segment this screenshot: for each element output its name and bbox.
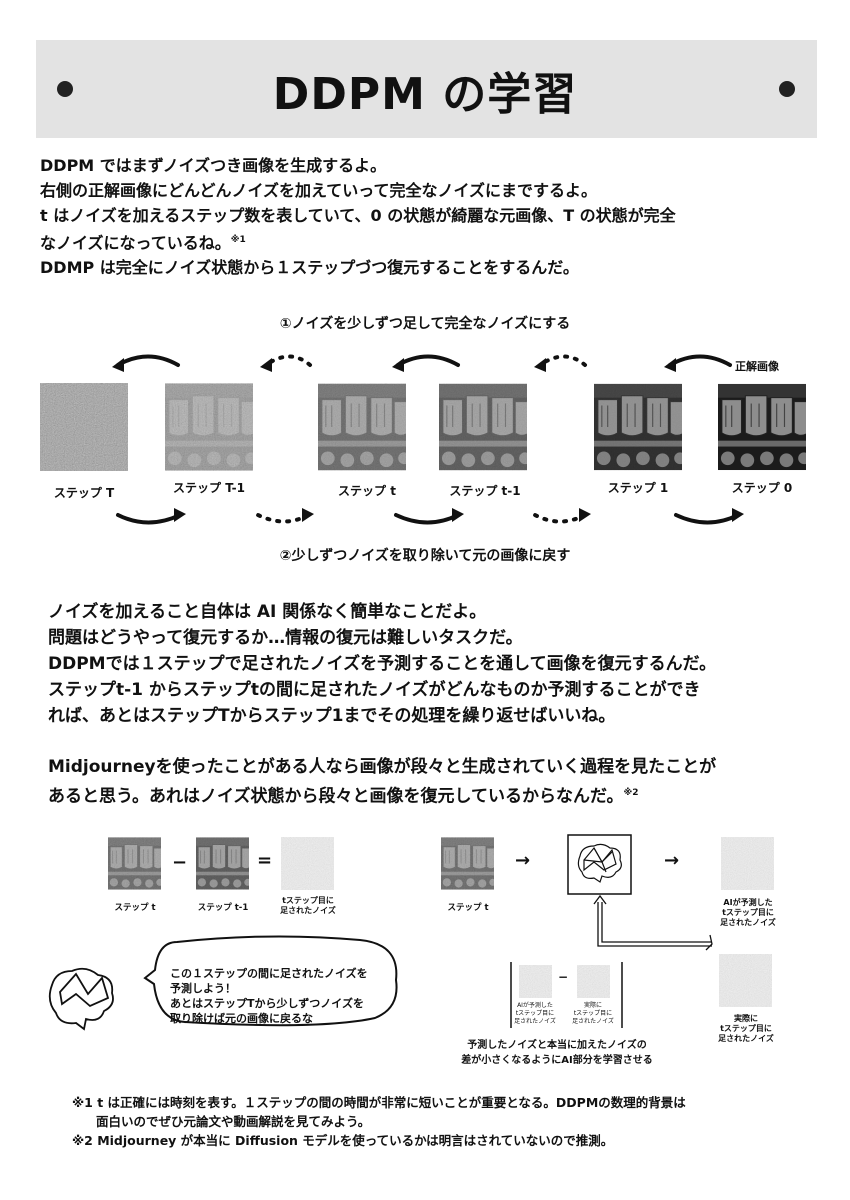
comparison-box (510, 962, 623, 1028)
intro-paragraph: DDPM ではまずノイズつき画像を生成するよ。 右側の正解画像にどんどんノイズを… (40, 153, 820, 280)
footnote-mark: ※1 (230, 235, 246, 245)
explanation-line: ステップt-1 からステップtの間に足されたノイズがどんなものか予測することがで… (48, 680, 701, 700)
intro-line: DDPM ではまずノイズつき画像を生成するよ。 (40, 156, 387, 175)
intro-line: なノイズになっているね。※1 (40, 233, 246, 253)
explanation-line: DDPMでは１ステップで足されたノイズを予測することを通して画像を復元するんだ。 (48, 654, 717, 674)
step-image-1 (594, 383, 682, 471)
title-banner (36, 40, 817, 138)
thinking-brain-icon (48, 967, 114, 1031)
step-label-T-1: ステップ T-1 (173, 481, 245, 495)
step-image-t (318, 383, 406, 471)
box-actual-label: 実際に tステップ目に 足されたノイズ (572, 1002, 614, 1025)
minus-operator: − (172, 852, 188, 873)
footnote-2: ※2 Midjourney が本当に Diffusion モデルを使っているかは… (72, 1133, 614, 1148)
step-label-T: ステップ T (53, 486, 115, 500)
step-label-1: ステップ 1 (607, 481, 669, 495)
brain-icon (577, 843, 622, 883)
explanation-line: 問題はどうやって復元するか…情報の復元は難しいタスクだ。 (48, 628, 523, 648)
speech-bubble (143, 935, 398, 1027)
training-diagram (48, 834, 774, 1031)
predicted-noise-image (721, 837, 774, 890)
eq-label-step-t-1: ステップ t-1 (197, 903, 249, 913)
footnote-mark: ※2 (623, 788, 639, 798)
intro-line: DDMP は完全にノイズ状態から１ステップづつ復元することをするんだ。 (40, 258, 579, 278)
noise-result-image (281, 837, 334, 890)
step-image-t-1 (439, 383, 527, 471)
right-label-step-t: ステップ t (447, 903, 489, 913)
box-minus-operator: − (558, 970, 569, 984)
bullet-dot-right (779, 81, 795, 97)
eq-label-step-t: ステップ t (114, 903, 156, 913)
page-title: DDPM の学習 (272, 69, 578, 120)
actual-noise-image (719, 954, 772, 1007)
step-image-T (40, 383, 128, 471)
reverse-caption: ②少しずつノイズを取り除いて元の画像に戻す (279, 548, 571, 564)
step-label-0: ステップ 0 (731, 481, 793, 495)
process-diagram (40, 354, 806, 525)
footnotes: ※1 t は正確には時刻を表す。１ステップの間の時間が非常に短いことが重要となる… (72, 1093, 812, 1150)
midjourney-paragraph: Midjourneyを使ったことがある人なら画像が段々と生成されていく過程を見た… (48, 754, 828, 810)
step-image-0 (718, 383, 806, 471)
midjourney-line: あると思う。あれはノイズ状態から段々と画像を復元しているからなんだ。※2 (48, 786, 639, 807)
training-caption: 予測したノイズと本当に加えたノイズの 差が小さくなるようにAI部分を学習させる (461, 1040, 653, 1066)
step-label-t-1: ステップ t-1 (449, 484, 521, 498)
box-predicted-label: AIが予測した tステップ目に 足されたノイズ (514, 1002, 556, 1025)
explanation-line: ノイズを加えること自体は AI 関係なく簡単なことだよ。 (48, 602, 487, 622)
explanation-line: れば、あとはステップTからステップ1までその処理を繰り返せばいいね。 (48, 706, 616, 726)
forward-caption: ①ノイズを少しずつ足して完全なノイズにする (279, 316, 571, 332)
arrow-right-2: → (664, 850, 680, 871)
correct-image-label: 正解画像 (735, 360, 779, 373)
midjourney-line: Midjourneyを使ったことがある人なら画像が段々と生成されていく過程を見た… (48, 757, 717, 777)
step-image-T-1 (165, 383, 253, 471)
equals-operator: = (257, 850, 273, 871)
arrow-forward-1 (116, 354, 180, 367)
explanation-paragraph: ノイズを加えること自体は AI 関係なく簡単なことだよ。 問題はどうやって復元す… (48, 599, 828, 729)
predicted-noise-label: AIが予測した tステップ目に 足されたノイズ (720, 898, 776, 927)
intro-line: t はノイズを加えるステップ数を表していて、0 の状態が綺麗な元画像、T の状態… (40, 206, 676, 225)
intro-line: 右側の正解画像にどんどんノイズを加えていって完全なノイズにまでするよ。 (40, 181, 597, 200)
arrow-right-1: → (515, 850, 531, 871)
actual-noise-label: 実際に tステップ目に 足されたノイズ (718, 1014, 774, 1043)
step-label-t: ステップ t (338, 484, 396, 498)
bullet-dot-left (57, 81, 73, 97)
speech-bubble-text: この１ステップの間に足されたノイズを 予測しよう！ あとはステップTから少しずつ… (170, 967, 368, 1025)
footnote-1-cont: 面白いのでぜひ元論文や動画解説を見てみよう。 (96, 1114, 371, 1129)
eq-noise-label: tステップ目に 足されたノイズ (280, 896, 336, 915)
footnote-1: ※1 t は正確には時刻を表す。１ステップの間の時間が非常に短いことが重要となる… (72, 1095, 686, 1110)
